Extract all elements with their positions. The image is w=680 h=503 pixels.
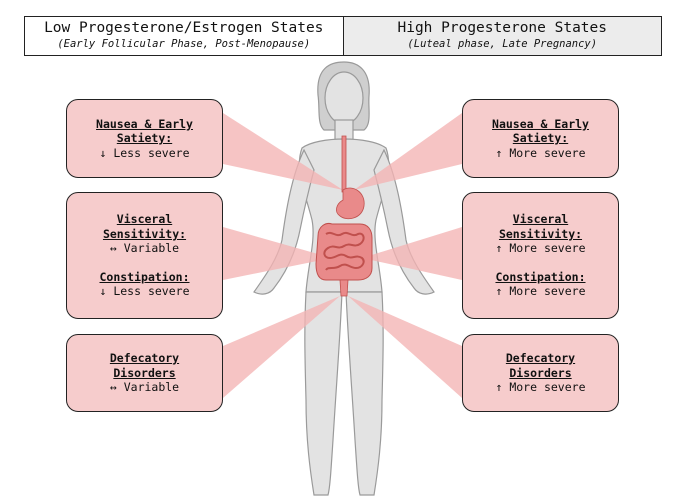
low-nausea-title-2: Satiety: [116,131,173,146]
high-nausea-value: ↑ More severe [495,145,586,160]
highlight-rays [223,113,462,398]
high-nausea-title-2: Satiety: [512,131,569,146]
low-visceral-value: ↔ Variable [109,241,180,256]
header-high-subtitle: (Luteal phase, Late Pregnancy) [407,38,598,50]
ray-right-nausea [354,113,462,190]
colon-frame-shape [315,223,373,281]
rectum-shape [339,279,349,297]
low-visceral-title-2: Sensitivity: [102,226,187,241]
header-low-states: Low Progesterone/Estrogen States (Early … [25,17,344,55]
high-visceral-value: ↑ More severe [495,241,586,256]
right-arm-shape [373,148,435,295]
high-constipation-title: Constipation: [495,269,586,284]
ray-right-visceral [362,227,462,280]
high-defecatory-title-2: Disorders [509,365,572,380]
small-intestine-shape [323,231,365,271]
low-defecatory-box: Defecatory Disorders ↔ Variable [66,334,223,412]
high-defecatory-value: ↑ More severe [495,380,586,395]
head-shape [324,71,364,125]
high-visceral-title-1: Visceral [512,212,569,227]
low-constipation-title: Constipation: [99,269,190,284]
ray-left-defecatory [223,296,340,398]
high-nausea-box: Nausea & Early Satiety: ↑ More severe [462,99,619,178]
header-low-title: Low Progesterone/Estrogen States [44,20,324,36]
left-arm-shape [253,148,315,295]
high-defecatory-title-1: Defecatory [505,351,576,366]
low-constipation-value: ↓ Less severe [99,284,190,299]
low-nausea-box: Nausea & Early Satiety: ↓ Less severe [66,99,223,178]
high-nausea-title-1: Nausea & Early [492,116,589,131]
header-high-title: High Progesterone States [397,20,607,36]
header-high-states: High Progesterone States (Luteal phase, … [343,17,661,55]
ray-left-nausea [223,113,343,190]
header-low-subtitle: (Early Follicular Phase, Post-Menopause) [57,38,311,50]
header-bar: Low Progesterone/Estrogen States (Early … [24,16,662,56]
high-constipation-value: ↑ More severe [495,284,586,299]
low-nausea-title-1: Nausea & Early [96,116,193,131]
low-nausea-value: ↓ Less severe [99,145,190,160]
ray-left-visceral [223,227,332,280]
stomach-shape [336,187,365,220]
right-leg-shape [345,291,384,496]
high-defecatory-box: Defecatory Disorders ↑ More severe [462,334,619,412]
low-visceral-title-1: Visceral [116,212,173,227]
high-visceral-title-2: Sensitivity: [498,226,583,241]
low-defecatory-value: ↔ Variable [109,380,180,395]
high-visceral-box: Visceral Sensitivity: ↑ More severe Cons… [462,192,619,319]
digestive-organs [315,135,373,297]
left-leg-shape [304,291,343,496]
ray-right-defecatory [348,296,462,398]
esophagus-shape [341,135,347,193]
low-defecatory-title-1: Defecatory [109,351,180,366]
low-visceral-box: Visceral Sensitivity: ↔ Variable Constip… [66,192,223,319]
low-defecatory-title-2: Disorders [113,365,176,380]
